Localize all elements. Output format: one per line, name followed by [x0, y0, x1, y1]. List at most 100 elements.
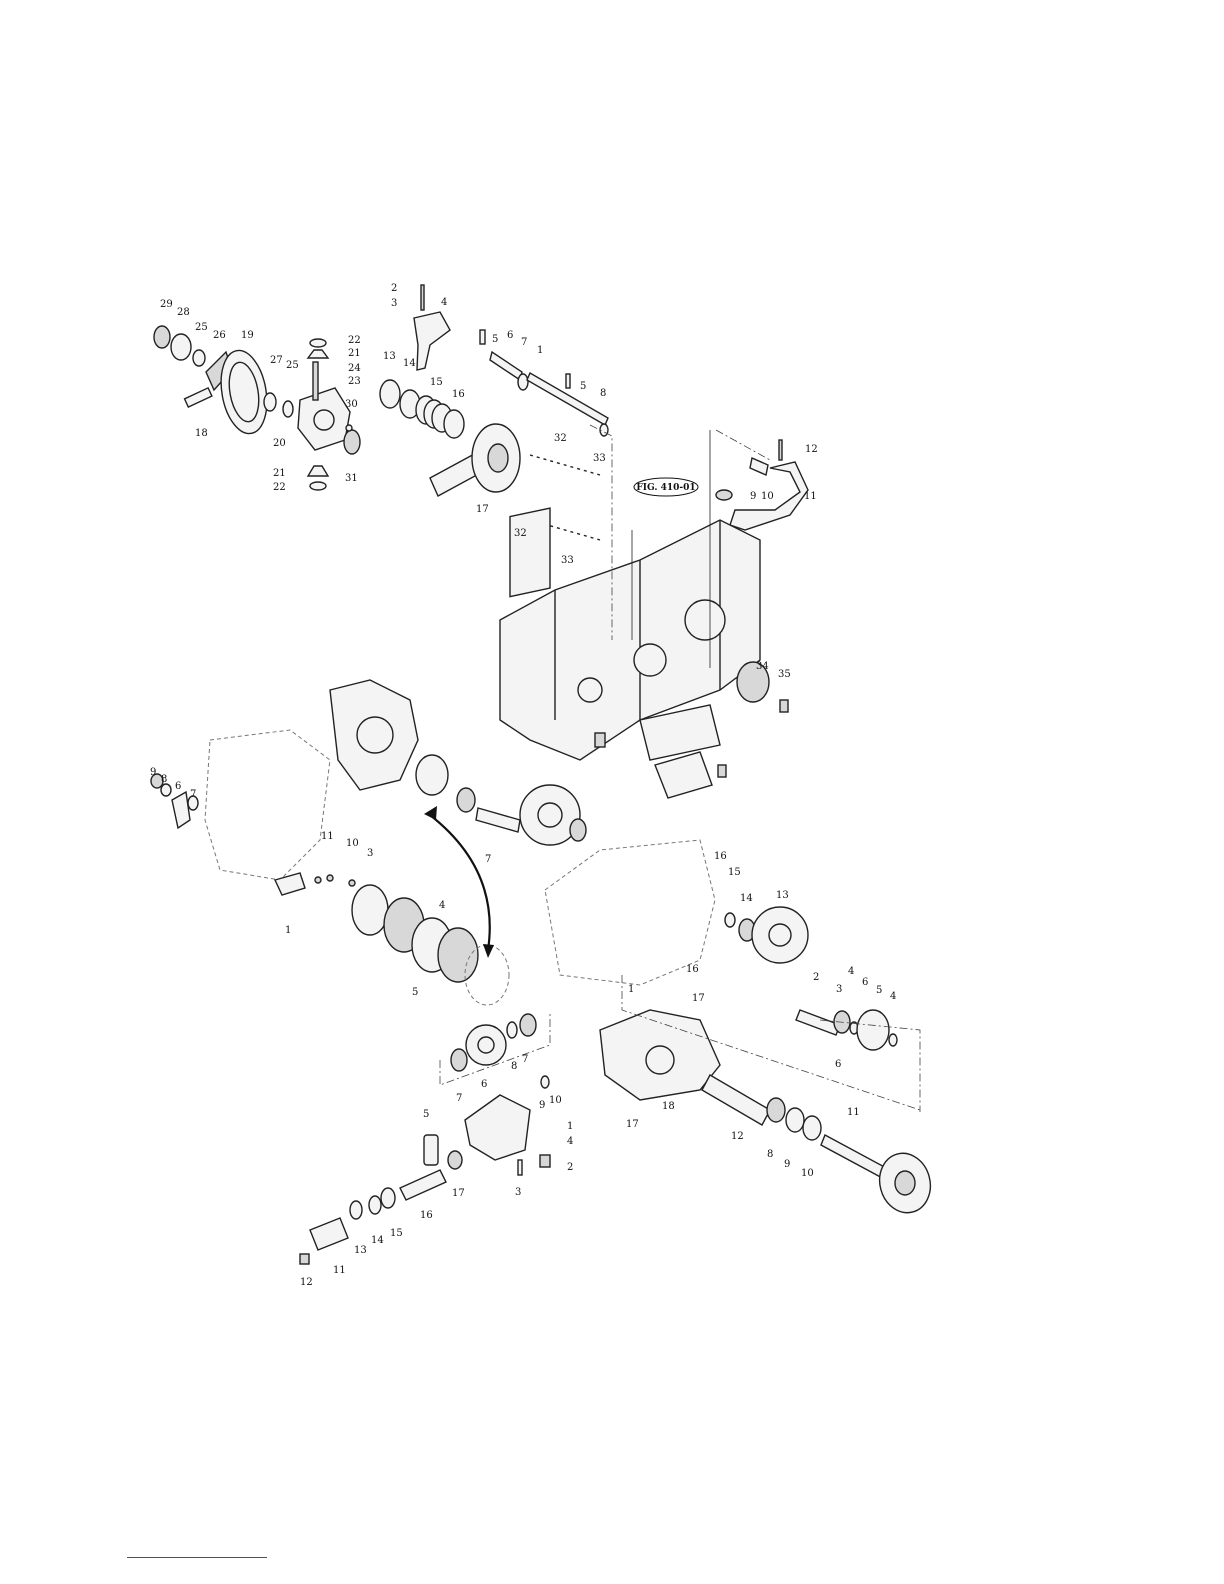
rear-cover-ghost [151, 730, 355, 895]
clutch-drum-hub [488, 444, 508, 472]
case-window [510, 508, 550, 597]
callout: 28 [177, 307, 190, 318]
callout: 24 [348, 363, 361, 374]
bearing-7c [451, 1049, 467, 1071]
bearing-7b [570, 819, 586, 841]
bolt-30 [346, 425, 352, 431]
brake-pack [352, 806, 509, 1005]
washer-25b [283, 401, 293, 417]
bolt-12 [300, 1254, 309, 1264]
callout: 13 [776, 890, 789, 901]
gear-6-hub [478, 1037, 494, 1053]
callout: 4 [441, 297, 447, 308]
bearing-17 [448, 1151, 462, 1169]
pto-output-assembly [300, 1014, 550, 1264]
callout: 16 [686, 964, 699, 975]
callout: 15 [430, 377, 443, 388]
ball-10 [349, 880, 355, 886]
bolt-35 [780, 700, 788, 712]
nut-2 [540, 1155, 550, 1167]
callout: 17 [476, 504, 489, 515]
callout: 34 [756, 661, 769, 672]
pto-housing-bore [357, 717, 393, 753]
arrow-head-up [424, 806, 437, 820]
figure-reference[interactable]: FIG. 410-01 [634, 478, 698, 496]
callout: 2 [813, 972, 819, 983]
washer-7 [518, 374, 528, 390]
snap-ring-15 [725, 913, 735, 927]
callout: 4 [567, 1136, 573, 1147]
shaft-1 [275, 873, 305, 895]
ring-8 [600, 424, 608, 436]
callout: 9 [750, 491, 756, 502]
disc-4b [438, 928, 478, 982]
flange-5 [857, 1010, 889, 1050]
callout: 5 [876, 985, 882, 996]
side-gear-21-bot [308, 466, 328, 476]
bracket-9 [750, 458, 768, 475]
footer-link-underline[interactable] [127, 1557, 267, 1558]
shift-fork-clutch-assembly [380, 285, 608, 540]
ball-11a [315, 877, 321, 883]
callout: 6 [481, 1079, 487, 1090]
bearing-29 [154, 326, 170, 348]
cover-bolt [718, 765, 726, 777]
snap-ring-13 [380, 380, 400, 408]
callout: 15 [390, 1228, 403, 1239]
callout: 6 [835, 1059, 841, 1070]
callout: 7 [190, 789, 196, 800]
callout: 17 [626, 1119, 639, 1130]
pin-12 [779, 440, 782, 460]
callout: 15 [728, 867, 741, 878]
ball-11b [327, 875, 333, 881]
callout: 14 [371, 1235, 384, 1246]
washer-22-top [310, 339, 326, 347]
callout: 13 [354, 1245, 367, 1256]
bearing-27 [264, 393, 276, 411]
callout: 5 [423, 1109, 429, 1120]
callout: 31 [345, 473, 358, 484]
callout: 8 [600, 388, 606, 399]
bearing-7a [457, 788, 475, 812]
lever-handle-assembly [716, 440, 808, 530]
callout: 22 [348, 335, 361, 346]
washer-22-bot [310, 482, 326, 490]
callout: 3 [515, 1187, 521, 1198]
axle-tube-12 [702, 1075, 770, 1125]
callout: 29 [160, 299, 173, 310]
callout: 9 [784, 1159, 790, 1170]
shaft-16 [400, 1170, 446, 1200]
callout: 17 [452, 1188, 465, 1199]
callout: 18 [662, 1101, 675, 1112]
callout: 16 [452, 389, 465, 400]
callout: 32 [554, 433, 567, 444]
callout: 32 [514, 528, 527, 539]
callout: 35 [778, 669, 791, 680]
pin-2-3 [421, 285, 424, 310]
seal-9 [786, 1108, 804, 1132]
callout: 3 [836, 984, 842, 995]
callout: 10 [801, 1168, 814, 1179]
bearing-7d [520, 1014, 536, 1036]
callout: 26 [213, 330, 226, 341]
pin-5 [480, 330, 485, 344]
diff-case-hub [314, 410, 334, 430]
gear-13-hub [769, 924, 791, 946]
callout: 10 [549, 1095, 562, 1106]
callout: 1 [628, 984, 634, 995]
shaft-7 [476, 808, 520, 832]
callout: 1 [567, 1121, 573, 1132]
lever-6 [172, 792, 190, 828]
callout: 16 [714, 851, 727, 862]
callout: 4 [890, 991, 896, 1002]
callout: 11 [333, 1265, 346, 1276]
callout: 4 [439, 900, 445, 911]
callout: 21 [348, 348, 361, 359]
callout: 3 [367, 848, 373, 859]
case-bore-2 [634, 644, 666, 676]
callout: 21 [273, 468, 286, 479]
callout: 3 [391, 298, 397, 309]
callout: 33 [593, 453, 606, 464]
drain-plug [595, 733, 605, 747]
differential-assembly [154, 326, 360, 490]
